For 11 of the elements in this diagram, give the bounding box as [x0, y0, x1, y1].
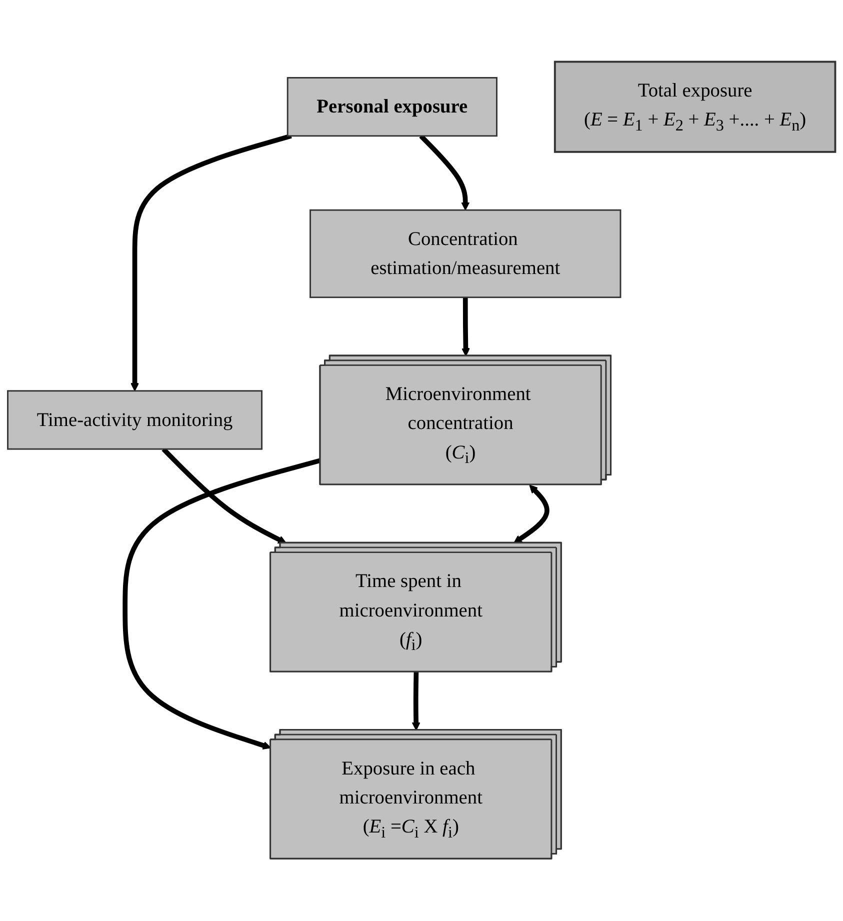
arrow: [130, 134, 292, 392]
arrow: [162, 448, 286, 544]
node-box: [554, 61, 836, 154]
arrow: [412, 672, 420, 731]
arrow: [461, 298, 470, 357]
node-box: [286, 77, 498, 137]
arrow: [122, 458, 322, 750]
node-box: [7, 390, 263, 450]
arrow: [514, 485, 550, 544]
arrow: [419, 134, 470, 211]
node-box: [310, 210, 622, 298]
